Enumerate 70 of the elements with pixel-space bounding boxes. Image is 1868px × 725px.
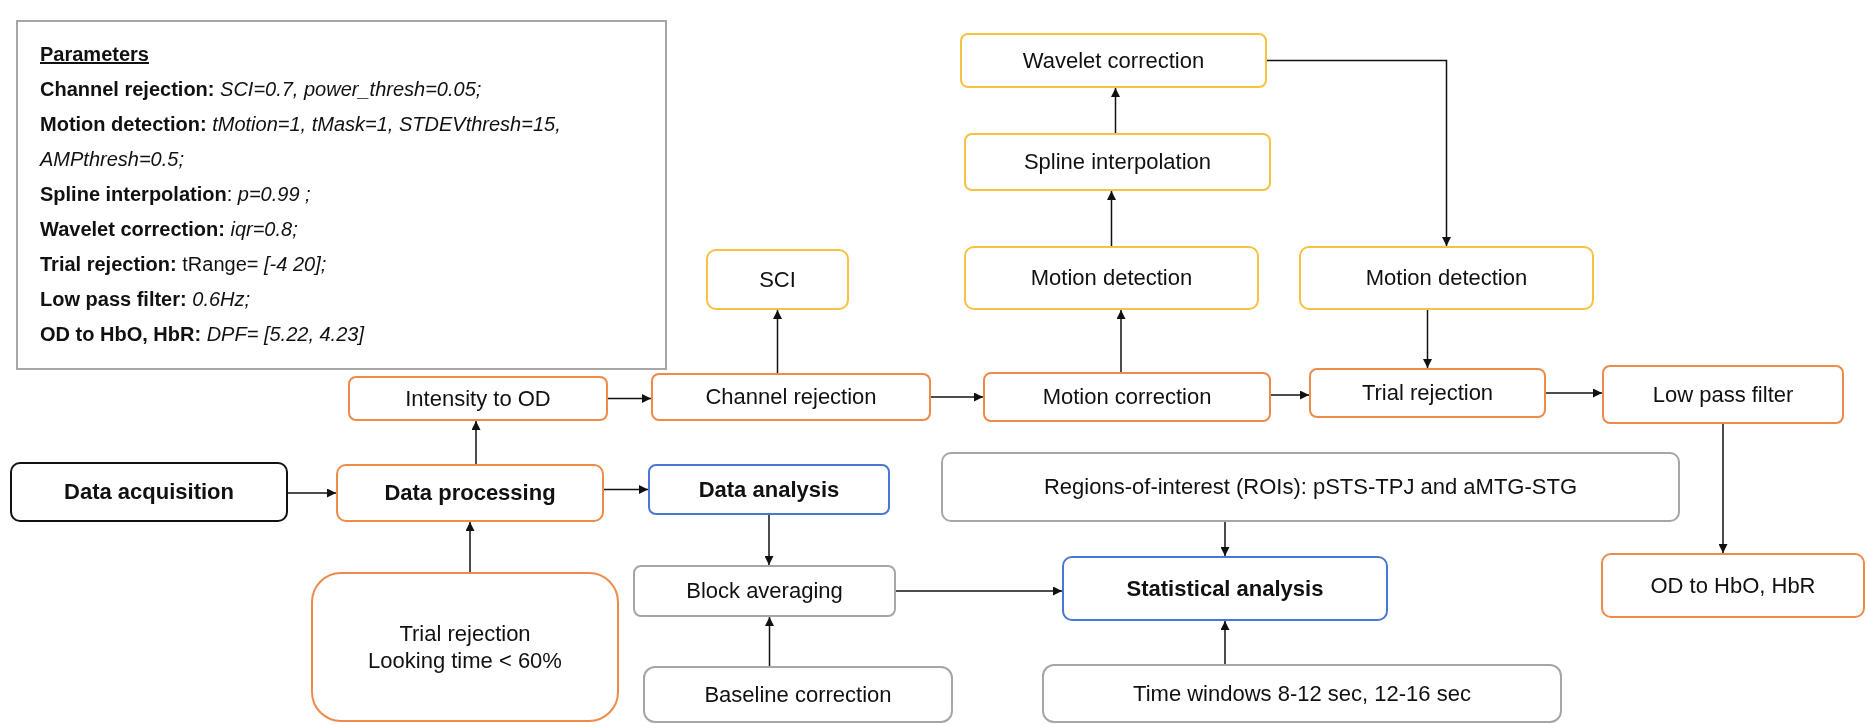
box-label: Spline interpolation [1023, 148, 1212, 176]
parameter-line: Channel rejection: SCI=0.7, power_thresh=0.05; [40, 77, 482, 102]
arrow [603, 485, 649, 494]
parameter-line: Motion detection: tMotion=1, tMask=1, STDEVthresh=15, AMPthresh=0.5; [40, 112, 562, 172]
box-label: Data analysis [698, 475, 840, 504]
arrow [287, 488, 337, 498]
arrow [895, 586, 1063, 596]
process-box [10, 462, 288, 522]
process-box [651, 373, 931, 421]
box-label: Statistical analysis [1126, 574, 1324, 603]
process-box [706, 249, 849, 310]
box-label: Baseline correction [704, 680, 892, 709]
arrow [471, 420, 481, 465]
process-box [1601, 553, 1865, 618]
panel-heading: Parameters [40, 42, 149, 67]
parameter-line: Low pass filter: 0.6Hz; [40, 287, 251, 312]
arrow [1107, 190, 1116, 247]
box-label: Time windows 8-12 sec, 12-16 sec [1133, 679, 1471, 708]
process-box [960, 33, 1267, 88]
parameter-line: Wavelet correction: iqr=0.8; [40, 217, 298, 242]
arrow [1266, 59, 1451, 247]
arrow [764, 514, 774, 566]
box-label: Motion detection [1365, 264, 1528, 292]
arrow [1545, 388, 1603, 398]
process-box [311, 572, 619, 722]
arrow [765, 616, 774, 667]
box-label: SCI [759, 265, 796, 294]
arrow [1718, 423, 1728, 554]
box-label: Regions-of-interest (ROIs): pSTS-TPJ and aMTG-STG [1044, 473, 1577, 501]
box-label: Channel rejection [705, 383, 877, 411]
process-box [643, 666, 953, 723]
process-box [1602, 365, 1844, 424]
process-box [964, 246, 1259, 310]
box-label: Data acquisition [64, 478, 234, 506]
arrow [1220, 521, 1230, 557]
parameter-line: Trial rejection: tRange= [-4 20]; [40, 252, 327, 277]
arrow [465, 521, 475, 573]
parameter-line: OD to HbO, HbR: DPF= [5.22, 4.23] [40, 322, 364, 347]
process-box [964, 133, 1271, 191]
arrow [1423, 309, 1432, 369]
process-box [941, 452, 1680, 522]
process-box [336, 464, 604, 522]
box-label: Motion detection [1030, 264, 1193, 292]
parameter-line: Spline interpolation: p=0.99 ; [40, 182, 311, 207]
process-box [983, 372, 1271, 422]
arrow [1111, 87, 1120, 134]
arrow [1116, 309, 1126, 373]
box-label: Low pass filter [1652, 380, 1794, 409]
process-box [1062, 556, 1388, 621]
process-box [648, 464, 890, 515]
process-box [1042, 664, 1562, 723]
box-label: Block averaging [686, 577, 843, 605]
arrow [1270, 390, 1310, 400]
arrow [930, 392, 984, 402]
box-label: Motion correction [1042, 383, 1212, 411]
box-label: Wavelet correction [1022, 46, 1205, 75]
arrow [1220, 620, 1230, 665]
process-box [348, 376, 608, 421]
box-label: Trial rejection [399, 619, 531, 647]
process-box [1309, 368, 1546, 418]
box-label: Intensity to OD [405, 384, 551, 413]
box-label: OD to HbO, HbR [1650, 571, 1816, 600]
parameters-panel [16, 20, 667, 370]
box-label: Trial rejection [1361, 379, 1494, 407]
arrow [773, 309, 782, 374]
process-box [1299, 246, 1594, 310]
process-box [633, 565, 896, 617]
box-label: Looking time < 60% [368, 647, 562, 675]
box-label: Data processing [384, 479, 556, 507]
arrow [607, 394, 652, 403]
